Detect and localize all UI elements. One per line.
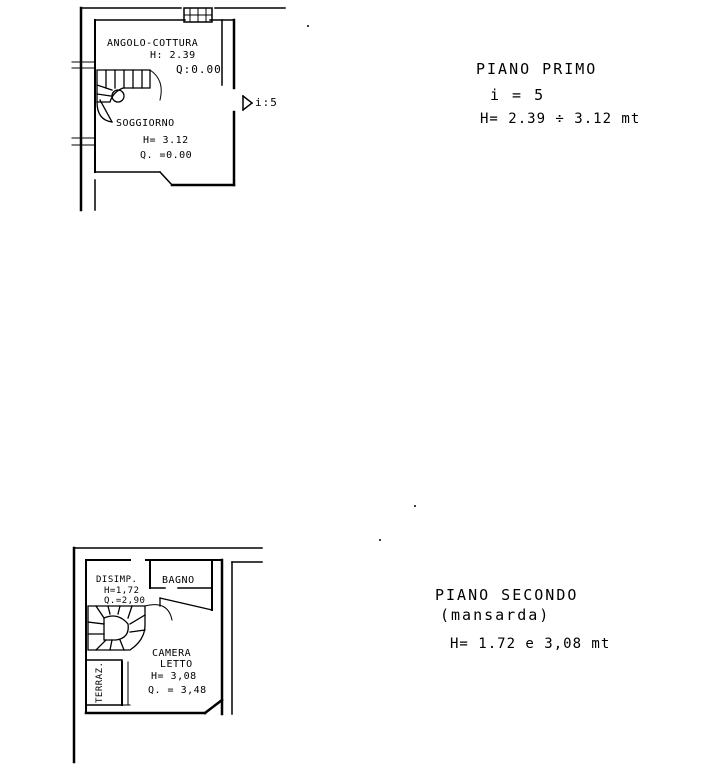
room-disimp-q: Q.=2,90: [104, 596, 146, 606]
section-marker-i5: [241, 94, 254, 112]
room-disimp-name: DISIMP.: [96, 575, 138, 585]
floor1-spiral-stair: [96, 69, 162, 123]
room-camera-name2: LETTO: [160, 659, 193, 670]
floor1-title: PIANO PRIMO: [476, 60, 598, 78]
floor2-title: PIANO SECONDO: [435, 586, 579, 604]
floor1-plan: [71, 6, 309, 212]
room-angolo-cottura-q: Q:0.00: [176, 63, 222, 76]
room-camera-height: H= 3,08: [151, 671, 197, 682]
room-angolo-cottura-name: ANGOLO-COTTURA: [107, 38, 199, 49]
room-camera-name1: CAMERA: [152, 648, 192, 659]
room-camera-q: Q. = 3,48: [148, 685, 207, 696]
floor2-height-range: H= 1.72 e 3,08 mt: [450, 636, 611, 652]
room-angolo-cottura-height: H: 2.39: [150, 50, 196, 61]
room-soggiorno-q: Q. =0.00: [140, 150, 193, 161]
floor2-subtitle: (mansarda): [440, 606, 551, 624]
room-soggiorno-height: H= 3.12: [143, 135, 189, 146]
room-disimp-height: H=1,72: [104, 586, 140, 596]
floor1-ratio: i = 5: [490, 86, 546, 104]
room-soggiorno-name: SOGGIORNO: [116, 118, 175, 129]
section-marker-label: i:5: [255, 96, 278, 109]
room-terrazzo-name: TERRAZ.: [95, 661, 105, 703]
floor2-spiral-stair: [87, 604, 173, 651]
floor1-height-range: H= 2.39 ÷ 3.12 mt: [480, 111, 641, 127]
room-bagno-name: BAGNO: [162, 575, 195, 586]
floor2-plan: [72, 505, 416, 764]
